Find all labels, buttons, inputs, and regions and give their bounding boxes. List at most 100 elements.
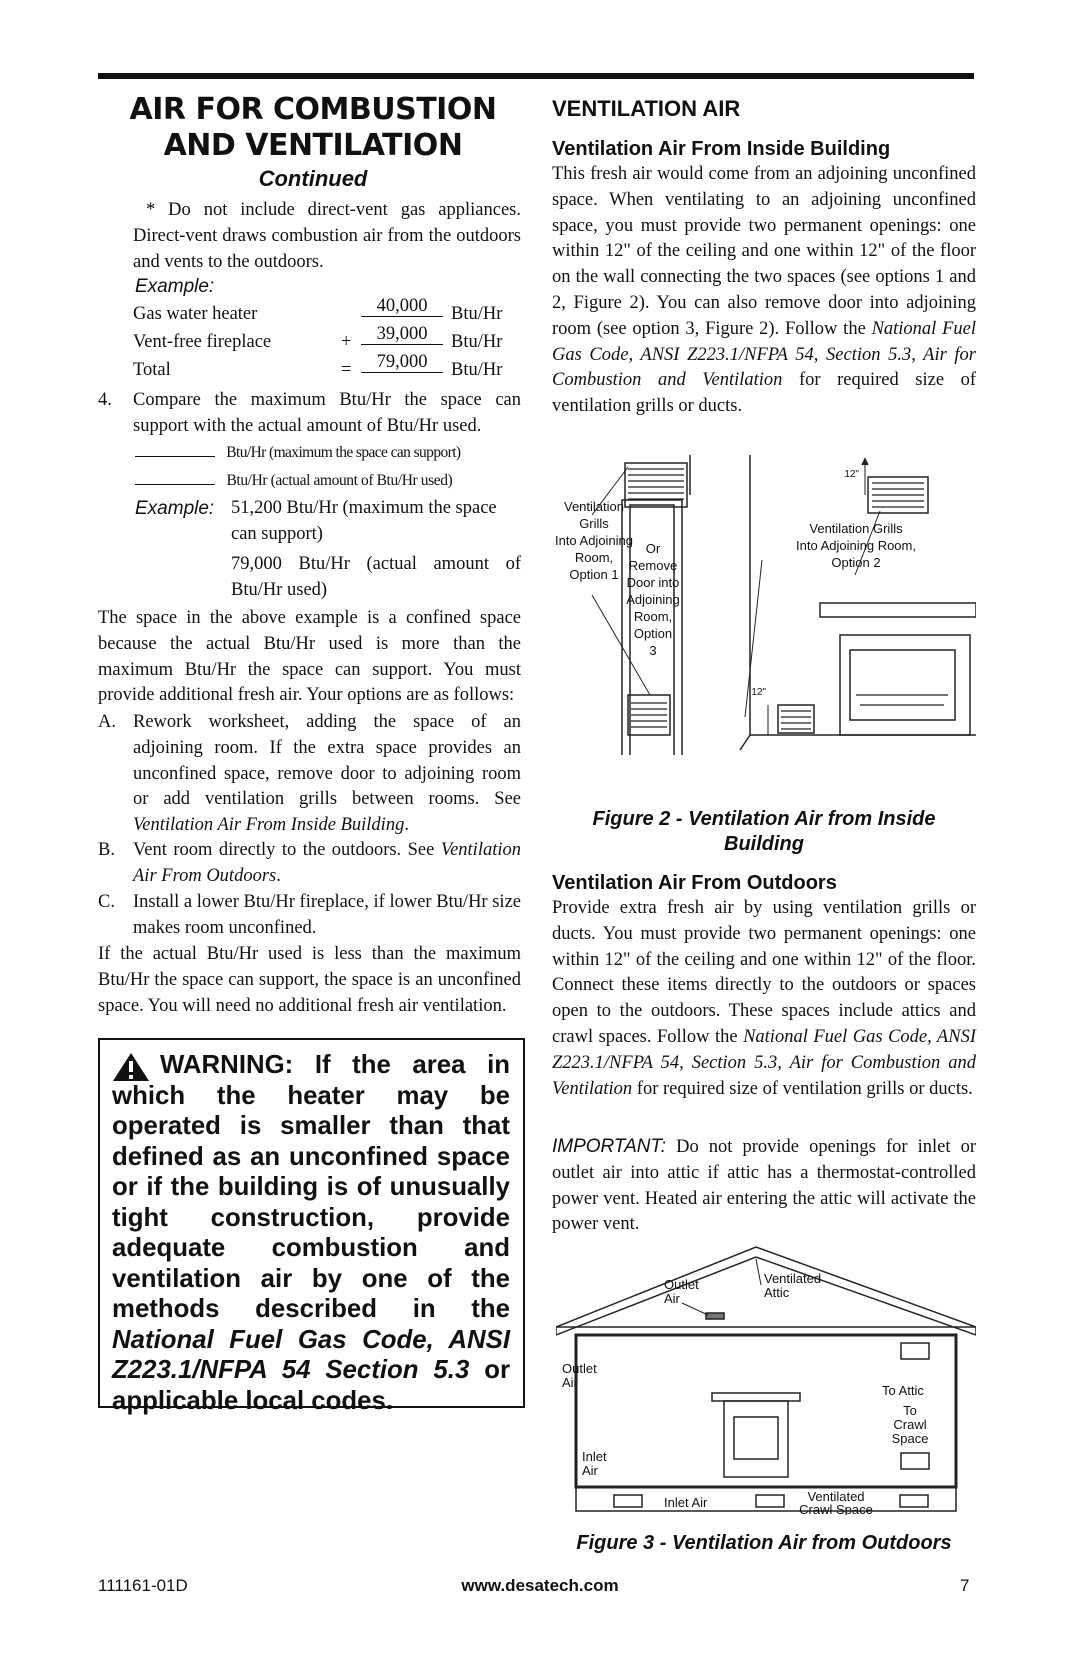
fig2-opt2-line: Option 2 <box>831 555 880 570</box>
fig2-opt3-line: Remove <box>629 558 677 573</box>
footer-page-number: 7 <box>960 1576 970 1595</box>
option-b-body: Vent room directly to the outdoors. See <box>133 840 441 860</box>
fig3-ventilated-crawl: Ventilated <box>807 1489 864 1504</box>
fig2-opt3-line: 3 <box>649 643 656 658</box>
warning-body: WARNING: If the area in which the heater… <box>112 1051 510 1323</box>
important-body: Do not provide openings for inlet or out… <box>552 1137 976 1235</box>
fig2-opt3-line: Adjoining <box>626 592 680 607</box>
outdoors-paragraph: Provide extra fresh air by using ventila… <box>552 896 976 1102</box>
option-c-letter: C. <box>98 892 115 912</box>
calc-row: Gas water heater 40,000 Btu/Hr <box>133 296 523 330</box>
calc-row: Total = 79,000 Btu/Hr <box>133 352 523 386</box>
fig2-opt1-line: Grills <box>579 516 609 531</box>
option-c-text: Install a lower Btu/Hr fireplace, if low… <box>133 892 521 938</box>
inside-body: This fresh air would come from an adjoin… <box>552 164 976 339</box>
calc-label: Gas water heater <box>133 304 258 324</box>
figure2-caption: Figure 2 - Ventilation Air from Inside B… <box>592 808 936 855</box>
fig2-opt2-line: Ventilation Grills <box>809 521 903 536</box>
unconfined-paragraph: If the actual Btu/Hr used is less than t… <box>98 944 521 1016</box>
option-a-body: Rework worksheet, adding the space of an… <box>133 712 521 810</box>
fig2-opt1-line: Ventilation <box>564 499 624 514</box>
inside-reference: National Fuel Gas Code, ANSI Z223.1/NFPA… <box>552 318 976 391</box>
fig3-to-crawl: Crawl <box>893 1417 926 1432</box>
warning-box <box>98 1038 525 1408</box>
blank-line-label: Btu/Hr (actual amount of Btu/Hr used) <box>226 472 453 489</box>
fig3-inlet-air-floor: Inlet Air <box>664 1495 708 1510</box>
fig3-ventilated-attic: Attic <box>764 1285 790 1300</box>
fig2-opt1-line: Into Adjoining <box>555 533 633 548</box>
warning-triangle-icon <box>113 1053 149 1081</box>
fig2-opt1-line: Option 1 <box>569 567 618 582</box>
warning-text: WARNING: If the area in which the heater… <box>112 1050 510 1416</box>
fig3-ventilated-attic: Ventilated <box>764 1271 821 1286</box>
figure3-diagram: Outlet Air Ventilated Attic Outlet Air T… <box>556 1246 976 1515</box>
calc-unit: Btu/Hr <box>451 360 503 380</box>
calc-label: Vent-free fireplace <box>133 332 272 352</box>
option-b-reference: Ventilation Air From Outdoors <box>133 840 521 886</box>
fig3-inlet-air-wall: Air <box>582 1463 599 1478</box>
page-title-line1: AIR FOR COMBUSTION <box>129 92 497 127</box>
option-a-letter: A. <box>98 712 116 732</box>
blank-underline <box>135 440 215 457</box>
calc-op: = <box>341 360 352 380</box>
option-a-text: Rework worksheet, adding the space of an… <box>133 712 521 836</box>
calc-value: 39,000 <box>361 324 443 345</box>
warning-tail: or applicable local codes. <box>112 1356 511 1415</box>
example2-max: 51,200 Btu/Hr (maximum the space can sup… <box>231 498 497 544</box>
important-label: IMPORTANT: <box>552 1136 666 1157</box>
warning-reference: National Fuel Gas Code, ANSI Z223.1/NFPA… <box>112 1325 510 1385</box>
blank-underline <box>135 468 215 485</box>
calc-value: 40,000 <box>361 296 443 317</box>
outdoors-tail: for required size of ventilation grills … <box>632 1078 973 1099</box>
fig2-dim-top: 12" <box>844 469 859 480</box>
footer-part-number: 111161-01D <box>98 1576 188 1595</box>
fig2-opt3-line: Door into <box>627 575 680 590</box>
continued-label: Continued <box>258 166 368 191</box>
outdoors-reference: National Fuel Gas Code, ANSI Z223.1/NFPA… <box>552 1026 976 1099</box>
fig2-dim-bottom: 12" <box>751 687 766 698</box>
subheading-inside: Ventilation Air From Inside Building <box>552 138 891 160</box>
blank-line-max: Btu/Hr (maximum the space can support) <box>135 440 525 466</box>
figure2-diagram: 12" 12" Ventilation Grills Into Adjoinin… <box>555 455 976 755</box>
fig2-opt2-line: Into Adjoining Room, <box>796 538 916 553</box>
fig3-outlet-air-wall: Outlet <box>562 1361 597 1376</box>
calc-table: Gas water heater 40,000 Btu/Hr Vent-free… <box>133 296 523 386</box>
example2-actual: 79,000 Btu/Hr (actual amount of Btu/Hr u… <box>231 554 521 600</box>
calc-unit: Btu/Hr <box>451 304 503 324</box>
example2-label: Example: <box>135 498 215 519</box>
option-b-text: Vent room directly to the outdoors. See … <box>133 840 521 886</box>
fig2-opt1-line: Room, <box>575 550 613 565</box>
fig3-inlet-air-wall: Inlet <box>582 1449 607 1464</box>
fig3-outlet-air-roof: Air <box>664 1291 681 1306</box>
figure3-caption: Figure 3 - Ventilation Air from Outdoors <box>576 1532 952 1554</box>
fig2-opt3-line: Option <box>634 626 672 641</box>
direct-vent-note: * Do not include direct-vent gas applian… <box>133 200 521 272</box>
fig3-to-crawl: To <box>903 1403 917 1418</box>
fig2-opt3-line: Room, <box>634 609 672 624</box>
top-rule <box>98 73 974 79</box>
confined-paragraph: The space in the above example is a conf… <box>98 608 521 706</box>
inside-paragraph: This fresh air would come from an adjoin… <box>552 162 976 420</box>
calc-label: Total <box>133 360 171 380</box>
outdoors-body: Provide extra fresh air by using ventila… <box>552 898 976 1047</box>
page-title-line2: AND VENTILATION <box>163 128 463 163</box>
step4-number: 4. <box>98 390 112 410</box>
calc-unit: Btu/Hr <box>451 332 503 352</box>
fig3-outlet-air-roof: Outlet <box>664 1277 699 1292</box>
option-b-letter: B. <box>98 840 115 860</box>
fig3-ventilated-crawl: Crawl Space <box>799 1502 873 1515</box>
section-heading: VENTILATION AIR <box>552 96 741 121</box>
example-label: Example: <box>135 276 215 297</box>
calc-row: Vent-free fireplace + 39,000 Btu/Hr <box>133 324 523 358</box>
blank-line-actual: Btu/Hr (actual amount of Btu/Hr used) <box>135 468 525 494</box>
footer-url: www.desatech.com <box>461 1576 619 1595</box>
inside-tail: for required size of ventilation grills … <box>552 370 976 417</box>
option-a-reference: Ventilation Air From Inside Building <box>133 815 405 836</box>
step4-text: Compare the maximum Btu/Hr the space can… <box>133 390 521 436</box>
fig3-outlet-air-wall: Air <box>562 1375 579 1390</box>
subheading-outdoors: Ventilation Air From Outdoors <box>552 872 837 894</box>
blank-line-label: Btu/Hr (maximum the space can support) <box>226 444 461 461</box>
calc-value: 79,000 <box>361 352 443 373</box>
important-paragraph: IMPORTANT: Do not provide openings for i… <box>552 1134 976 1238</box>
fig3-to-crawl: Space <box>892 1431 929 1446</box>
